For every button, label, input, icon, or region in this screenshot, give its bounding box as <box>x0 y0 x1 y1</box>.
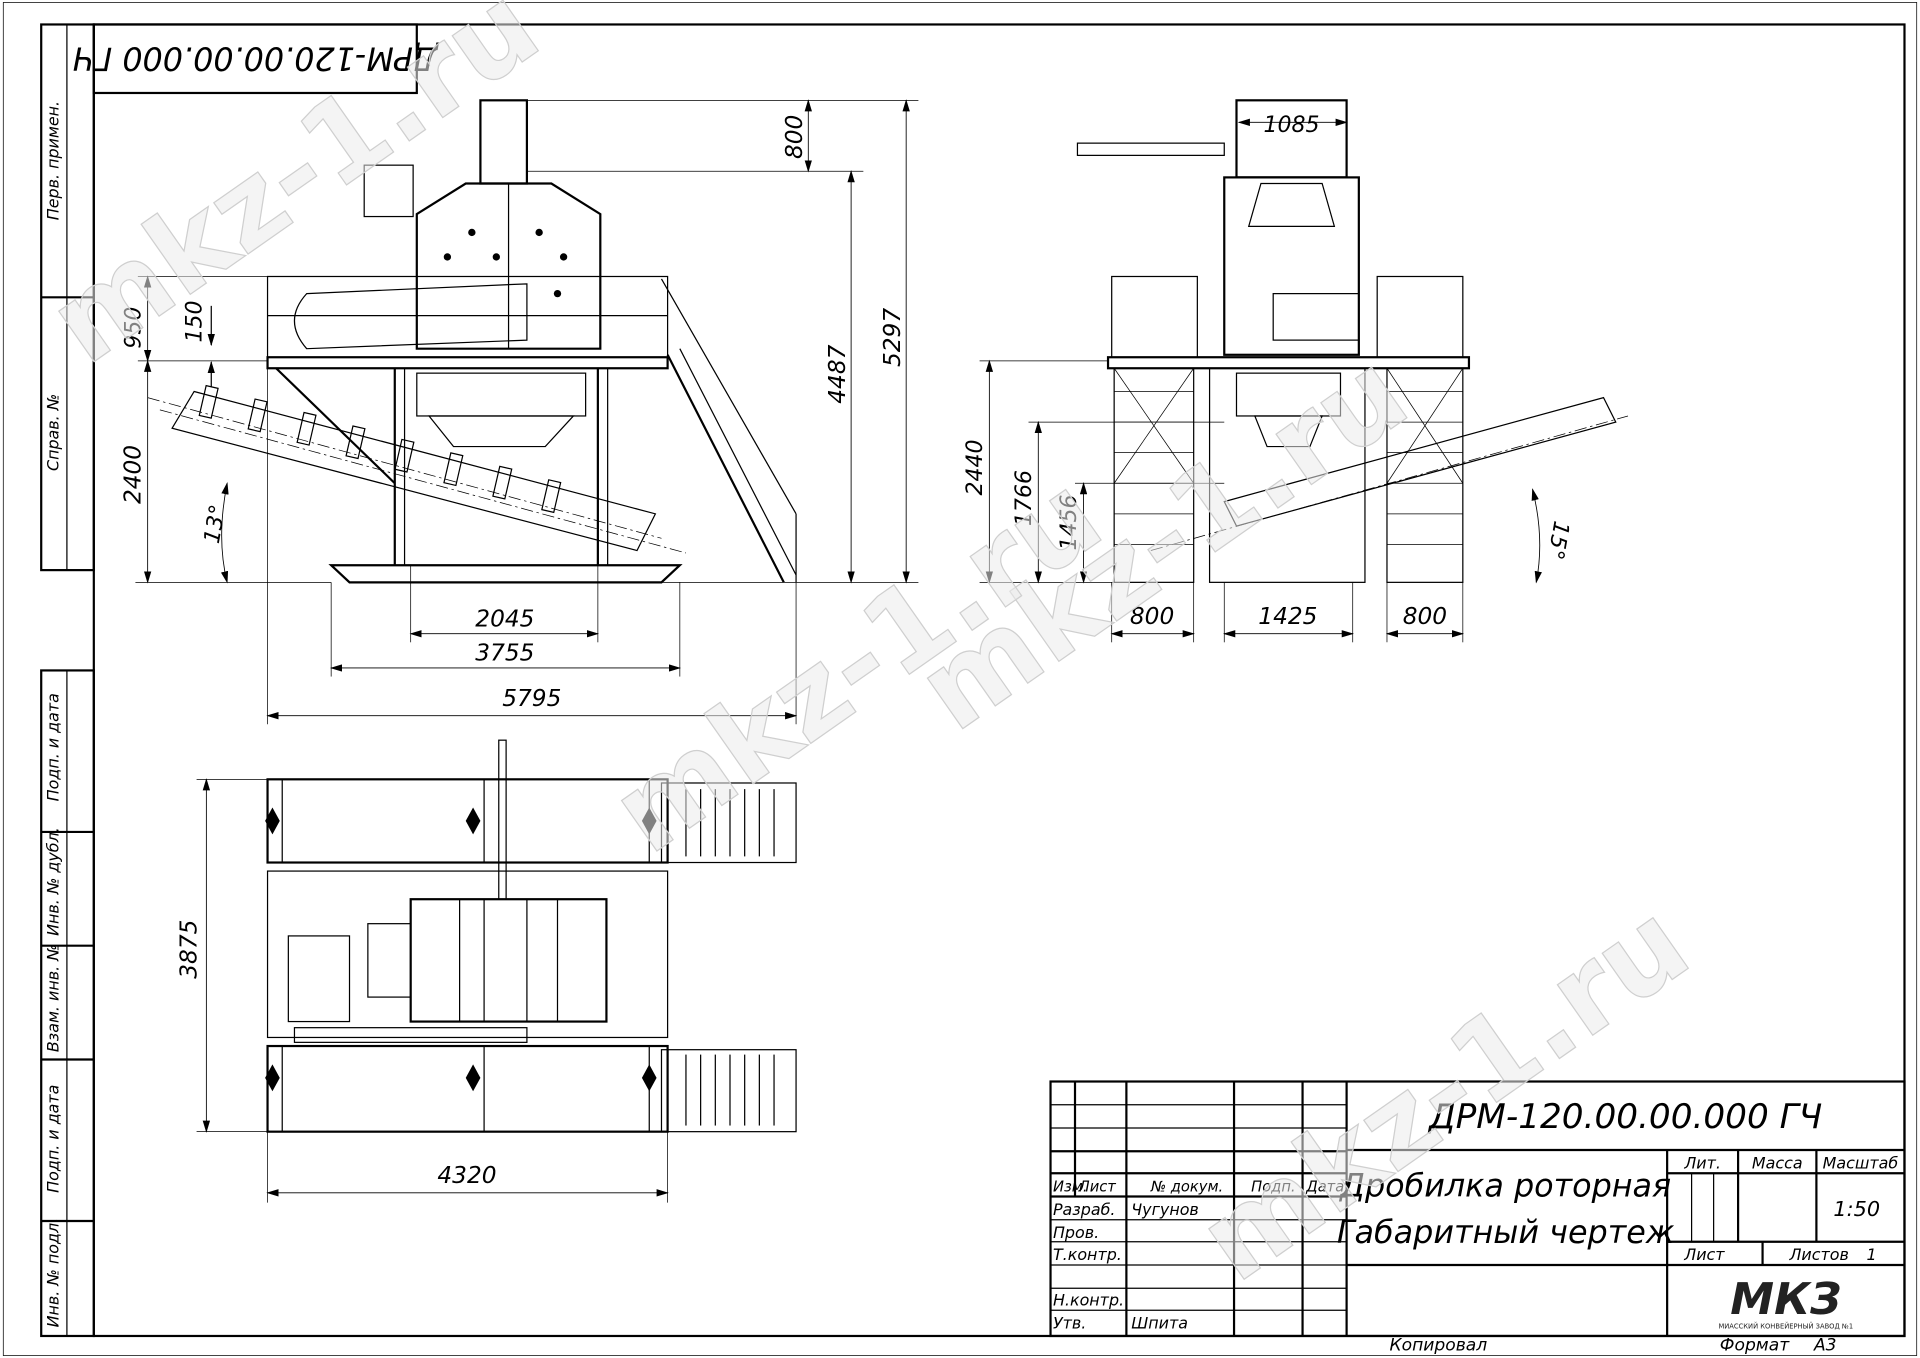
dim-4487: 4487 <box>824 344 851 403</box>
dim-5795: 5795 <box>502 685 561 712</box>
side-dimensions: 1085 2440 1766 1456 15° 800 1425 800 <box>963 113 1573 643</box>
stamp-podp-data-1: Подп. и дата <box>43 693 62 801</box>
copied-label: Копировал <box>1389 1336 1487 1356</box>
stamp-perv-primen: Перв. примен. <box>43 101 62 220</box>
code-rotated: ДРМ-120.00.00.000 ГЧ <box>73 40 440 77</box>
stamp-podp-data-2: Подп. и дата <box>43 1085 62 1193</box>
role-prov: Пров. <box>1053 1223 1099 1242</box>
logo-subtitle: МИАССКИЙ КОНВЕЙЕРНЫЙ ЗАВОД №1 <box>1718 1322 1853 1331</box>
role-nkontr: Н.контр. <box>1053 1290 1124 1309</box>
name-razrab: Чугунов <box>1131 1200 1199 1219</box>
dim-3875: 3875 <box>176 920 203 979</box>
dim-2440: 2440 <box>963 439 988 495</box>
title-line-2: Габаритный чертеж <box>1337 1214 1675 1251</box>
dim-1766: 1766 <box>1012 470 1037 526</box>
stamp-vzam-inv: Взам. инв. № <box>43 944 62 1052</box>
format-label: Формат <box>1720 1336 1790 1356</box>
logo-text: МКЗ <box>1730 1274 1841 1325</box>
role-utv: Утв. <box>1053 1314 1086 1333</box>
hdr-izm: Изм. <box>1053 1179 1088 1196</box>
dim-3755: 3755 <box>475 640 534 667</box>
sheets-label: Листов <box>1788 1245 1848 1264</box>
angle-13: 13° <box>200 503 231 546</box>
mkz-logo: МКЗ МИАССКИЙ КОНВЕЙЕРНЫЙ ЗАВОД №1 <box>1718 1274 1853 1331</box>
role-tkontr: Т.контр. <box>1053 1245 1122 1264</box>
dim-1456: 1456 <box>1057 495 1082 551</box>
dim-2045: 2045 <box>475 605 534 632</box>
dim-800-left: 800 <box>1130 603 1174 630</box>
hdr-doc-no: № докум. <box>1150 1179 1223 1196</box>
scale-value: 1:50 <box>1833 1197 1880 1221</box>
side-stamp-lower: Подп. и дата Инв. № дубл. Взам. инв. № П… <box>40 669 95 1338</box>
document-code: ДРМ-120.00.00.000 ГЧ <box>1427 1097 1822 1137</box>
front-view <box>147 99 797 584</box>
mass-label: Масса <box>1752 1153 1803 1172</box>
format-value: А3 <box>1813 1336 1837 1356</box>
code-box-rotated <box>92 23 418 95</box>
hdr-list: Лист <box>1078 1179 1117 1196</box>
role-razrab: Разраб. <box>1053 1200 1115 1219</box>
dim-150: 150 <box>182 301 207 343</box>
angle-15: 15° <box>1542 519 1573 562</box>
watermarks: mkz-1.ru mkz-1.ru mkz-1.ru mkz-1.ru <box>26 0 1712 1307</box>
hdr-date: Дата <box>1305 1179 1344 1196</box>
side-view <box>1076 99 1629 583</box>
dim-5297: 5297 <box>879 308 906 367</box>
dim-1425: 1425 <box>1258 603 1317 630</box>
dim-4320: 4320 <box>437 1162 496 1189</box>
hdr-sign: Подп. <box>1251 1179 1295 1196</box>
side-stamp-upper: Перв. примен. Справ. № <box>40 23 95 572</box>
stamp-sprav-no: Справ. № <box>43 394 62 471</box>
lit-label: Лит. <box>1683 1153 1721 1172</box>
dim-1085: 1085 <box>1264 113 1320 138</box>
dim-2400: 2400 <box>119 445 146 504</box>
title-block: Изм. Лист № докум. Подп. Дата Разраб. Чу… <box>1049 1080 1906 1338</box>
title-line-1: Дробилка роторная <box>1338 1168 1671 1205</box>
sheet-label: Лист <box>1683 1245 1725 1264</box>
stamp-inv-dubl: Инв. № дубл. <box>43 827 62 936</box>
name-utv: Шпита <box>1131 1314 1188 1333</box>
plan-dimensions: 3875 4320 <box>176 778 669 1203</box>
front-dimensions: 800 4487 5297 950 150 2400 13° 2045 3755… <box>119 99 919 725</box>
stamp-inv-podl: Инв. № подл. <box>43 1218 62 1328</box>
sheets-count: 1 <box>1867 1245 1877 1264</box>
scale-label: Масштаб <box>1823 1153 1899 1172</box>
dim-950: 950 <box>121 307 146 349</box>
dim-800-top: 800 <box>781 115 808 159</box>
dim-800-right: 800 <box>1403 603 1447 630</box>
